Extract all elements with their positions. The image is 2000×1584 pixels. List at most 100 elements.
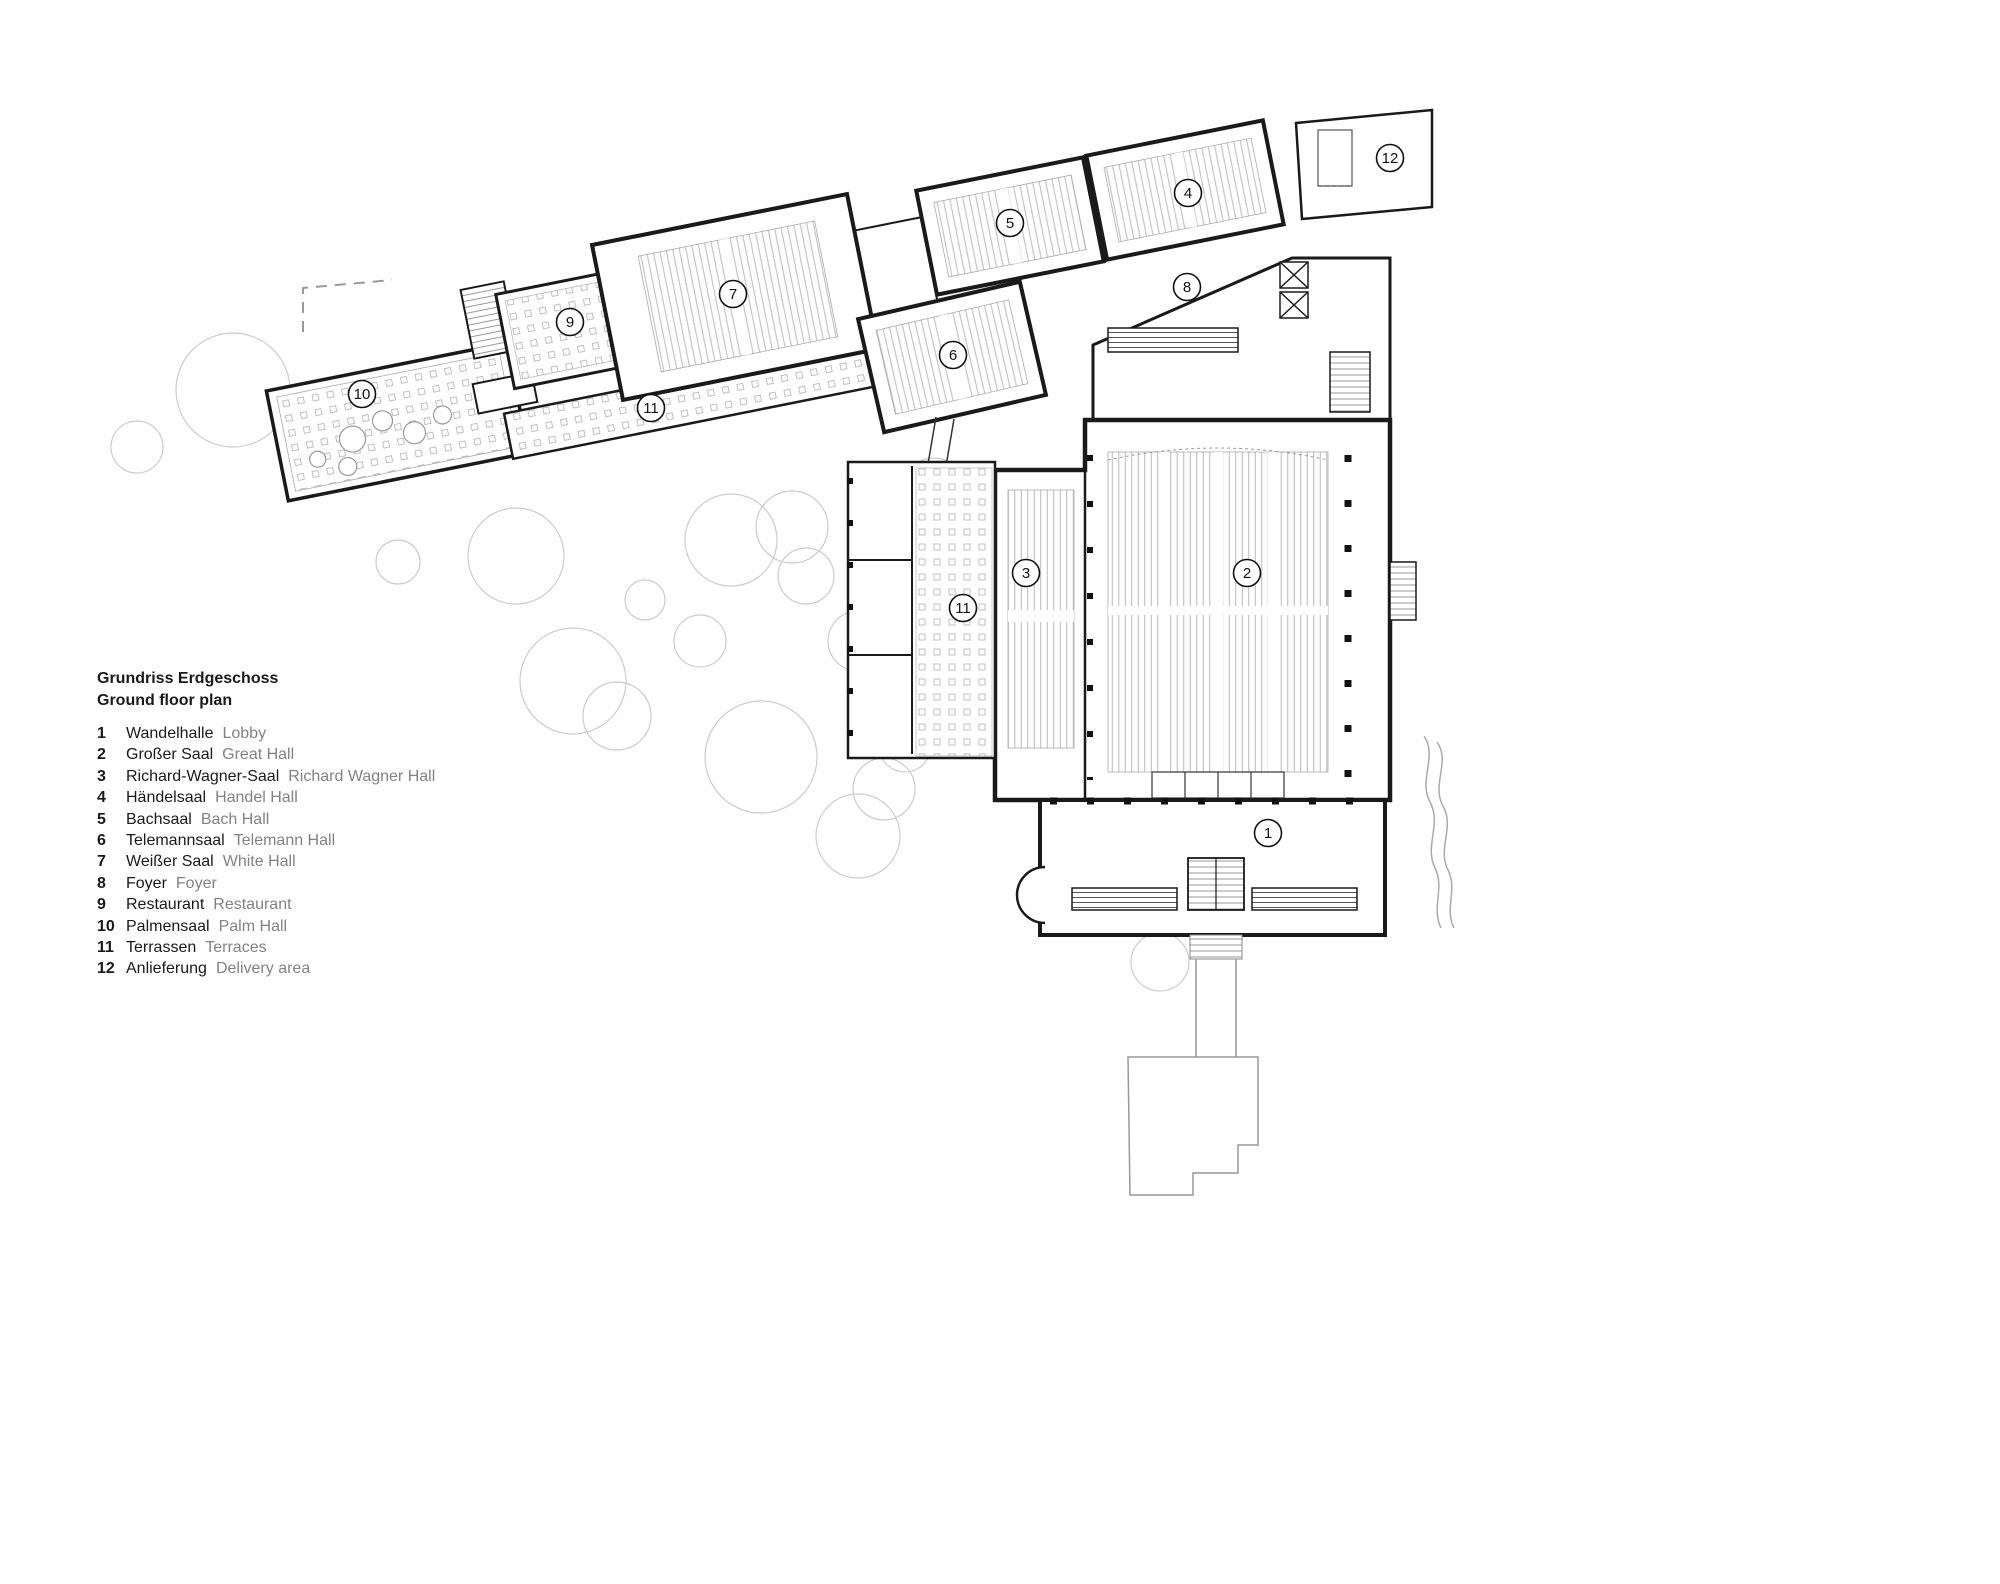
lobby-stair-left: [1071, 887, 1178, 911]
svg-text:7: 7: [729, 286, 737, 303]
legend-number: 8: [97, 874, 106, 892]
legend: Grundriss Erdgeschoss Ground floor plan …: [97, 668, 435, 980]
legend-number: 3: [97, 767, 106, 785]
svg-text:8: 8: [1183, 279, 1191, 296]
apse-bay: [1015, 865, 1046, 925]
legend-name-de: Händelsaal: [126, 789, 207, 807]
legend-name-en: Delivery area: [215, 960, 311, 978]
foyer: [1091, 256, 1392, 422]
svg-text:11: 11: [643, 400, 659, 417]
legend-name-de: Restaurant: [126, 896, 205, 914]
legend-title-de: Grundriss Erdgeschoss: [97, 670, 279, 687]
room-marker-4: 4: [1173, 178, 1203, 208]
room-marker-11-lower: 11: [948, 593, 978, 623]
legend-name-en: Handel Hall: [215, 789, 298, 807]
legend-name-de: Palmensaal: [126, 917, 210, 935]
legend-number: 11: [97, 939, 114, 957]
legend-name-en: Telemann Hall: [233, 832, 336, 850]
hall-grosser-saal: [1087, 447, 1352, 799]
svg-text:9: 9: [566, 314, 574, 331]
legend-item-6: 6 Telemannsaal Telemann Hall: [97, 830, 435, 851]
legend-number: 4: [97, 789, 106, 807]
svg-text:4: 4: [1184, 185, 1192, 202]
legend-number: 6: [97, 832, 106, 850]
legend-items: 1 Wandelhalle Lobby 2 Großer Saal Great …: [97, 723, 435, 980]
legend-name-en: Lobby: [222, 725, 267, 742]
legend-name-de: Foyer: [126, 874, 167, 892]
hall-restaurant: [493, 269, 633, 391]
legend-title-en: Ground floor plan: [97, 692, 233, 709]
stage: [1151, 771, 1285, 799]
room-marker-3: 3: [1011, 558, 1041, 588]
entrance-path: [1127, 934, 1259, 1196]
room-marker-12: 12: [1375, 143, 1405, 173]
legend-name-de: Anlieferung: [126, 960, 207, 978]
legend-name-en: Palm Hall: [218, 917, 288, 935]
landscape-paths: [1423, 735, 1455, 929]
legend-name-en: Bach Hall: [200, 810, 270, 828]
svg-text:10: 10: [354, 386, 371, 403]
foyer-stairs: [1107, 327, 1239, 353]
lobby-stair-right: [1251, 887, 1358, 911]
hall-palmensaal: [264, 340, 531, 503]
legend-name-en: Terraces: [205, 939, 267, 957]
svg-text:11: 11: [955, 600, 971, 617]
legend-number: 2: [97, 746, 106, 764]
legend-item-11: 11 Terrassen Terraces: [97, 937, 435, 958]
svg-text:5: 5: [1006, 215, 1014, 232]
room-marker-9: 9: [555, 307, 585, 337]
grand-stair: [1187, 857, 1245, 911]
exterior-stair-right: [1389, 561, 1417, 621]
exterior-steps: [1189, 934, 1243, 960]
legend-number: 1: [97, 725, 106, 742]
foyer-side-stair: [1329, 351, 1371, 413]
room-markers: 12 4 5 7 8 9 6: [347, 143, 1405, 848]
legend-item-1: 1 Wandelhalle Lobby: [97, 723, 435, 744]
room-marker-8: 8: [1172, 272, 1202, 302]
legend-name-de: Großer Saal: [126, 746, 214, 764]
legend-name-en: Foyer: [175, 874, 217, 892]
legend-name-de: Bachsaal: [126, 810, 192, 828]
legend-item-12: 12 Anlieferung Delivery area: [97, 958, 435, 979]
foyer-elevators: [1279, 261, 1309, 319]
main-building: [992, 417, 1417, 803]
legend-item-7: 7 Weißer Saal White Hall: [97, 851, 435, 872]
legend-item-10: 10 Palmensaal Palm Hall: [97, 916, 435, 937]
room-marker-6: 6: [938, 340, 968, 370]
svg-text:2: 2: [1243, 565, 1251, 582]
south-building-footprint: [1127, 1056, 1259, 1196]
bridge-to-terraces: [927, 416, 955, 467]
balcony-arc: [1107, 447, 1329, 461]
legend-number: 9: [97, 896, 106, 914]
legend-number: 5: [97, 810, 106, 828]
room-marker-7: 7: [718, 279, 748, 309]
legend-number: 12: [97, 960, 115, 978]
legend-number: 7: [97, 853, 106, 871]
legend-item-2: 2 Großer Saal Great Hall: [97, 744, 435, 765]
svg-text:12: 12: [1382, 150, 1399, 167]
legend-item-3: 3 Richard-Wagner-Saal Richard Wagner Hal…: [97, 766, 435, 787]
legend-name-de: Weißer Saal: [126, 853, 214, 871]
legend-name-de: Telemannsaal: [126, 832, 225, 850]
legend-name-en: Great Hall: [222, 746, 295, 764]
svg-text:6: 6: [949, 347, 957, 364]
room-marker-5: 5: [995, 208, 1025, 238]
legend-item-4: 4 Händelsaal Handel Hall: [97, 787, 435, 808]
hall-richard-wagner-saal: [1007, 489, 1075, 749]
legend-name-en: Richard Wagner Hall: [288, 767, 436, 785]
room-marker-10: 10: [347, 379, 377, 409]
delivery-area: [1294, 108, 1434, 221]
legend-name-de: Terrassen: [126, 939, 197, 957]
legend-name-de: Richard-Wagner-Saal: [126, 767, 280, 785]
legend-name-en: Restaurant: [213, 896, 292, 914]
room-marker-1: 1: [1253, 818, 1283, 848]
legend-name-de: Wandelhalle: [126, 725, 214, 742]
svg-text:3: 3: [1022, 565, 1030, 582]
legend-item-8: 8 Foyer Foyer: [97, 873, 435, 894]
lobby: [1015, 797, 1387, 937]
legend-item-5: 5 Bachsaal Bach Hall: [97, 809, 435, 830]
room-marker-11-upper: 11: [636, 393, 666, 423]
legend-number: 10: [97, 917, 115, 935]
